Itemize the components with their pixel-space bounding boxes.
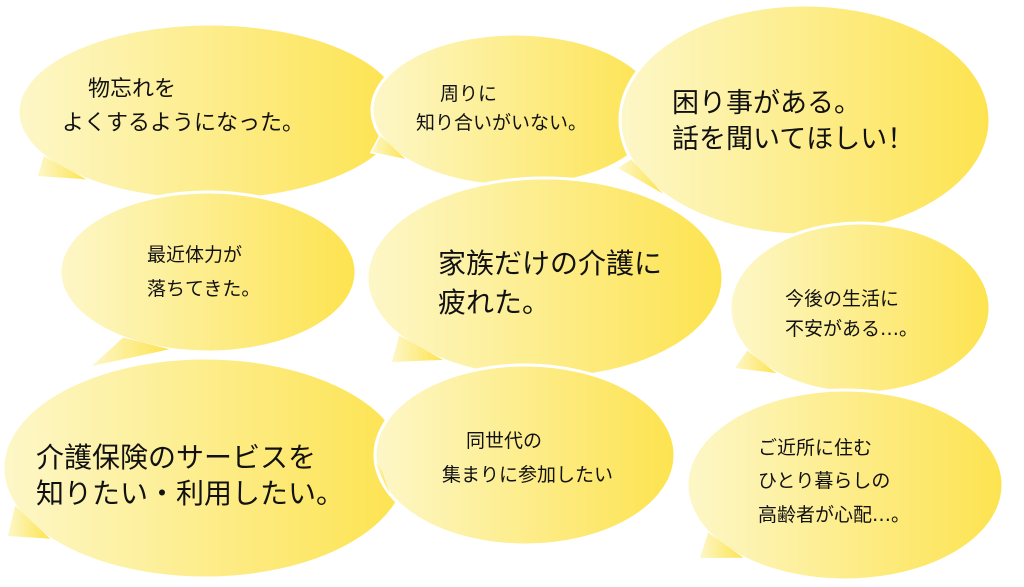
line: 集まりに参加したい (442, 464, 614, 487)
line: 同世代の (466, 430, 543, 452)
speech-bubble-tail-fill (372, 135, 406, 159)
bubble-text-no-acquaintances: 周りに 知り合いがいない。 (416, 80, 587, 139)
speech-bubble (685, 388, 1005, 582)
speech-bubble-tail-fill (375, 462, 390, 494)
line: 困り事がある。 (672, 88, 861, 119)
line: 落ちてきた。 (147, 278, 261, 301)
speech-bubble-body (685, 388, 1005, 582)
bubble-text-same-generation: 同世代の 集まりに参加したい (442, 424, 613, 492)
speech-bubble-tail-fill (700, 532, 744, 558)
speech-bubble-body (373, 363, 677, 547)
line: 高齢者が心配…。 (758, 503, 911, 526)
speech-bubble-tail-fill (38, 156, 87, 180)
speech-bubble-tail-fill (392, 335, 443, 362)
speech-bubble-tail-fill (618, 159, 664, 194)
bubble-text-want-to-talk: 困り事がある。 話を聞いてほしい！ (672, 86, 914, 159)
bubble-text-future-anxiety: 今後の生活に 不安がある…。 (785, 284, 918, 345)
bubble-text-weaker: 最近体力が 落ちてきた。 (147, 238, 260, 306)
bubble-text-neighbor-elderly: ご近所に住む ひとり暮らしの 高齢者が心配…。 (758, 432, 910, 532)
speech-bubble (58, 190, 358, 369)
line: よくするようになった。 (62, 111, 305, 137)
line: 知り合いがいない。 (416, 112, 588, 135)
speech-bubble-tail-fill (8, 505, 51, 539)
speech-bubble-body (58, 190, 358, 354)
line: 最近体力が (147, 244, 243, 266)
line: 周りに (440, 83, 498, 105)
speech-bubble-tail-fill (735, 350, 777, 374)
speech-bubble (373, 363, 677, 547)
line: 今後の生活に (785, 288, 900, 310)
line: 介護保険のサービスを (36, 441, 317, 474)
line: 疲れた。 (438, 286, 551, 320)
line: 不安がある…。 (785, 318, 919, 341)
line: ひとり暮らしの (758, 470, 891, 493)
line: 物忘れを (88, 77, 177, 102)
speech-bubble (1, 356, 409, 580)
line: 知りたい・利用したい。 (36, 477, 345, 511)
bubble-text-care-fatigue: 家族だけの介護に 疲れた。 (438, 244, 662, 322)
speech-bubble-tail-fill (92, 337, 170, 366)
line: 家族だけの介護に (438, 247, 663, 280)
line: 話を聞いてほしい！ (672, 124, 915, 156)
bubble-text-care-insurance: 介護保険のサービスを 知りたい・利用したい。 (36, 440, 344, 513)
line: ご近所に住む (758, 437, 873, 459)
bubble-text-forgetful: 物忘れを よくするようになった。 (62, 73, 304, 141)
